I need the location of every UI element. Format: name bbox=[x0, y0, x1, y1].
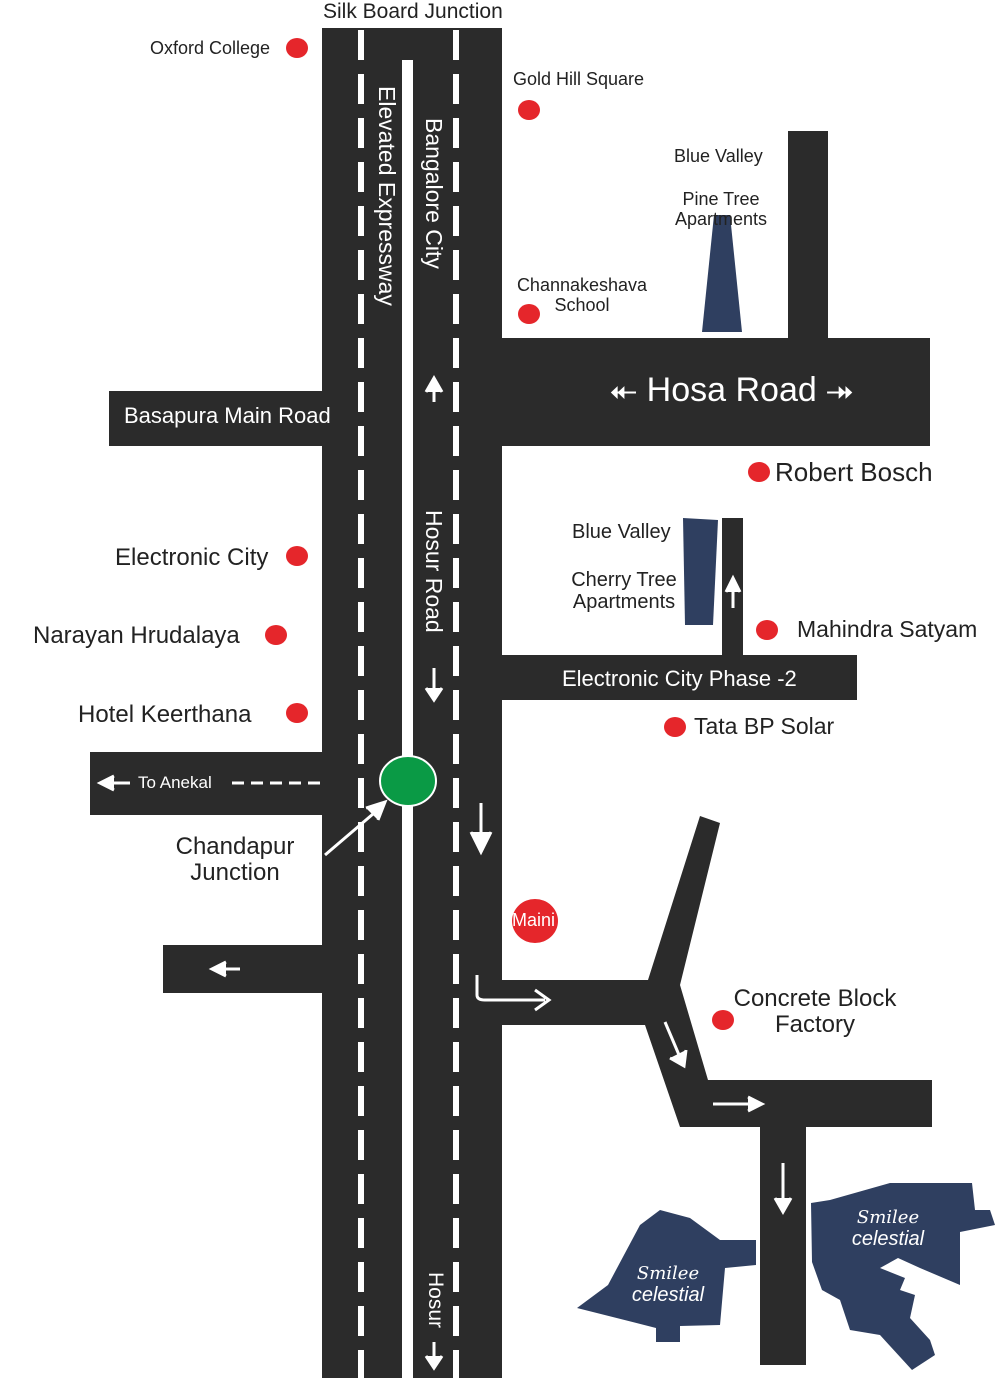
cherry-tree-label: Cherry Tree Apartments bbox=[571, 569, 677, 613]
pine-tree-label: Pine Tree Apartments bbox=[674, 189, 768, 229]
marker-icon bbox=[756, 620, 778, 640]
turn-arrow-icon bbox=[475, 975, 552, 1012]
marker-icon bbox=[286, 546, 308, 566]
arrow-icon bbox=[663, 1021, 688, 1069]
marker-icon bbox=[748, 462, 770, 482]
branch-road bbox=[502, 816, 932, 1365]
marker-icon bbox=[518, 304, 540, 324]
concrete-label: Concrete Block Factory bbox=[733, 985, 897, 1039]
blue-valley-label: Blue Valley bbox=[674, 146, 763, 166]
hotel-label: Hotel Keerthana bbox=[78, 701, 252, 728]
marker-icon bbox=[712, 1010, 734, 1030]
gold-hill-label: Gold Hill Square bbox=[513, 69, 645, 89]
robert-bosch-label: Robert Bosch bbox=[775, 457, 933, 487]
channakeshava-label: Channakeshava School bbox=[516, 275, 648, 315]
blue-valley-2-label: Blue Valley bbox=[572, 521, 671, 543]
project-label-left: Smilee celestial bbox=[631, 1263, 705, 1306]
arrow-down-icon bbox=[424, 668, 444, 703]
arrow-right-icon bbox=[713, 1095, 766, 1113]
arrow-down-icon bbox=[424, 1342, 444, 1371]
arrow-left-icon bbox=[96, 774, 130, 792]
narayan-label: Narayan Hrudalaya bbox=[33, 622, 240, 649]
arrow-up-icon bbox=[424, 374, 444, 402]
chandapur-junction-marker bbox=[379, 755, 437, 807]
silk-board-label: Silk Board Junction bbox=[323, 0, 503, 23]
hosur-road-label: Hosur Road bbox=[421, 510, 447, 633]
marker-icon bbox=[286, 703, 308, 723]
bangalore-city-label: Bangalore City bbox=[421, 118, 447, 269]
chandapur-label: Chandapur Junction bbox=[175, 833, 295, 887]
cherry-tree-building bbox=[683, 518, 718, 625]
hosa-road bbox=[502, 338, 930, 446]
marker-icon bbox=[664, 717, 686, 737]
basapura-road bbox=[109, 391, 322, 446]
maini-label: Maini bbox=[512, 910, 556, 930]
project-plot-left bbox=[577, 1210, 756, 1342]
marker-icon bbox=[286, 38, 308, 58]
arrow-down-icon bbox=[773, 1163, 793, 1216]
ec-phase2-road bbox=[502, 655, 857, 700]
hosur-label: Hosur bbox=[424, 1272, 447, 1329]
arrow-left-icon bbox=[208, 960, 240, 978]
pine-tree-building bbox=[702, 215, 742, 332]
arrow-down-icon bbox=[469, 803, 493, 856]
marker-icon bbox=[265, 625, 287, 645]
double-arrow-right-icon: ⯮ bbox=[816, 371, 854, 409]
maini-marker bbox=[512, 899, 558, 943]
basapura-label: Basapura Main Road bbox=[124, 403, 331, 428]
pointer-arrow-icon bbox=[324, 799, 388, 857]
ec-phase2-label: Electronic City Phase -2 bbox=[562, 666, 797, 691]
blue-valley-road bbox=[788, 131, 828, 341]
expressway-divider bbox=[402, 60, 413, 1378]
left-lower-road bbox=[163, 945, 322, 993]
double-arrow-left-icon: ⯬ bbox=[610, 371, 647, 409]
to-anekal-label: To Anekal bbox=[138, 773, 212, 792]
mahindra-label: Mahindra Satyam bbox=[797, 616, 978, 642]
oxford-label: Oxford College bbox=[150, 38, 271, 58]
arrow-up-icon bbox=[724, 574, 742, 608]
marker-icon bbox=[518, 100, 540, 120]
tata-label: Tata BP Solar bbox=[694, 713, 835, 739]
hosa-road-label: ⯬ Hosa Road ⯮ bbox=[610, 371, 854, 409]
project-label-right: Smilee celestial bbox=[851, 1207, 925, 1250]
project-plot-right bbox=[811, 1183, 995, 1370]
electronic-city-label: Electronic City bbox=[115, 544, 269, 571]
expressway-label: Elevated Expressway bbox=[374, 86, 400, 306]
